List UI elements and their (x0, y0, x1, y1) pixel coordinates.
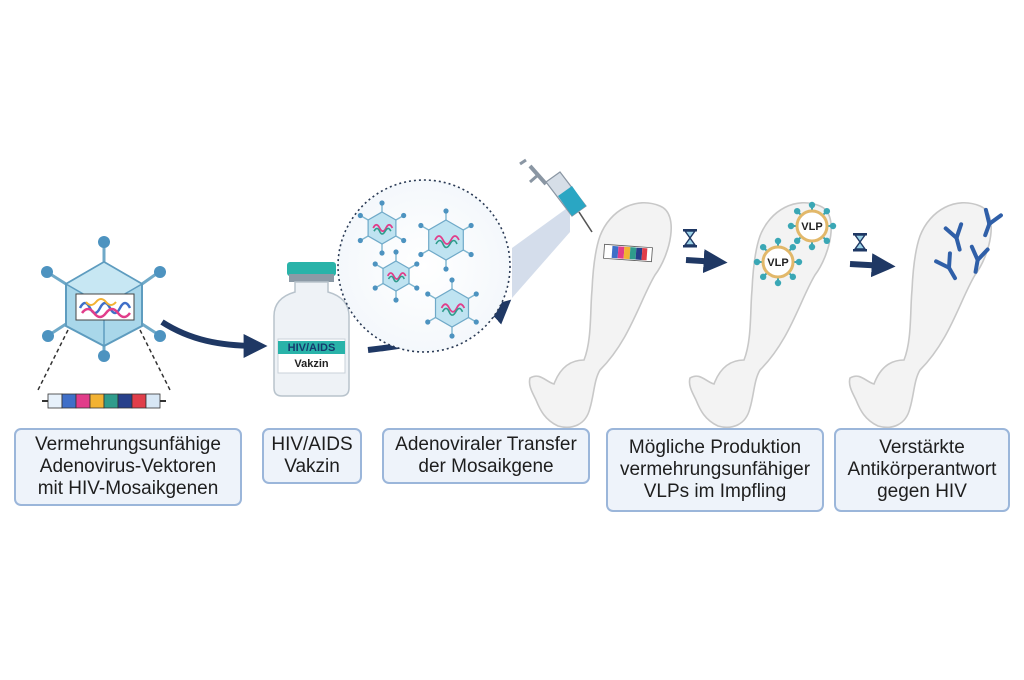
gene-segment (145, 393, 161, 409)
caption-step-3-line-2: der Mosaikgene (418, 456, 554, 477)
zoom-beam (512, 206, 570, 298)
caption-step-5-line-2: Antikörperantwort (847, 459, 997, 480)
process-arrow-3 (685, 249, 728, 274)
antibody-icon (969, 244, 990, 274)
caption-step-1-line-3: mit HIV-Mosaikgenen (37, 478, 219, 499)
caption-step-5-line-1: Verstärkte (879, 437, 965, 458)
caption-step-1-line-2: Adenovirus-Vektoren (39, 456, 217, 477)
caption-step-4-line-1: Mögliche Produktion (628, 437, 802, 458)
process-arrow-1 (160, 319, 268, 358)
gene-segment (131, 393, 147, 409)
mini-virus-icon (372, 249, 420, 303)
arm-icon-1 (528, 201, 672, 429)
gene-segment (47, 393, 63, 409)
syringe-icon (519, 158, 593, 233)
process-arrow-4 (849, 253, 896, 278)
mini-virus-icon (418, 208, 474, 272)
antibody-icon (983, 207, 1003, 238)
mini-virus-icon (357, 200, 407, 256)
vlp-label: VLP (767, 257, 788, 269)
antibody-icon (934, 251, 957, 281)
arm-icon-3 (848, 201, 992, 429)
vial-label-line2: Vakzin (294, 358, 329, 370)
caption-step-4-line-2: vermehrungsunfähiger (619, 459, 811, 480)
caption-step-3-line-1: Adenoviraler Transfer (395, 434, 577, 455)
caption-step-2-line-2: Vakzin (284, 456, 340, 477)
gene-segment (75, 393, 91, 409)
antibody-group (934, 207, 1003, 281)
zoom-lens (337, 179, 511, 353)
vlp-group: VLP VLP (753, 201, 837, 287)
vial-label-line1: HIV/AIDS (288, 342, 336, 354)
caption-step-5-line-3: gegen HIV (877, 481, 967, 502)
hourglass-icon-2 (853, 233, 867, 252)
arm-icon-2 (688, 201, 832, 429)
vlp-label: VLP (801, 221, 822, 233)
mini-virus-icon (425, 277, 479, 339)
vlp-particle-icon: VLP (753, 237, 803, 287)
vaccine-vial-icon: HIV/AIDS Vakzin (273, 262, 350, 397)
caption-step-1-line-1: Vermehrungsunfähige (35, 434, 221, 455)
antibody-icon (943, 222, 964, 252)
gene-strip (42, 393, 166, 409)
caption-step-2-line-1: HIV/AIDS (271, 434, 353, 455)
caption-step-4-line-3: VLPs im Impfling (643, 481, 787, 502)
gene-segment (61, 393, 77, 409)
gene-segment (89, 393, 105, 409)
hourglass-icon-1 (683, 229, 697, 248)
vlp-particle-icon: VLP (787, 201, 837, 251)
mini-virus-group (357, 200, 479, 339)
adenovirus-icon (41, 236, 166, 362)
gene-segment (103, 393, 119, 409)
gene-segment (117, 393, 133, 409)
